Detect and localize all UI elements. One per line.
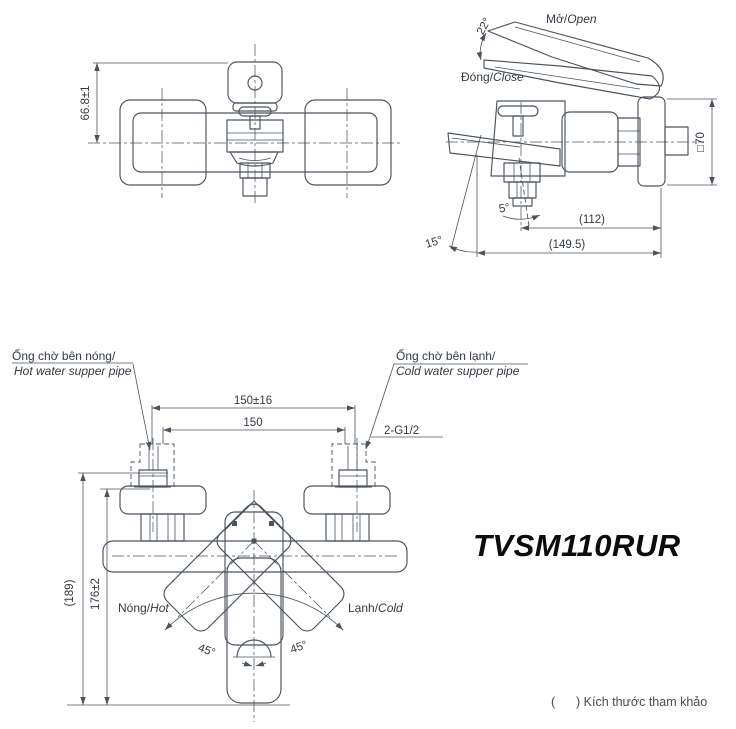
handle-plan bbox=[224, 511, 284, 646]
angle-5-label: 5° bbox=[498, 202, 511, 216]
lever-closed-position bbox=[483, 59, 661, 100]
plan-view: 45° 45° (189) 176±2 150±16 150 2-G1/2 Ốn… bbox=[12, 348, 528, 722]
front-view: 66.8±1 bbox=[80, 44, 402, 206]
hot-pipe-hidden bbox=[130, 443, 175, 488]
dim-112: (112) bbox=[579, 214, 605, 226]
handle-hole bbox=[247, 75, 263, 91]
hot-pipe-label-en: Hot water supper pipe bbox=[14, 364, 132, 378]
dim-66.8: 66.8±1 bbox=[80, 85, 92, 120]
angle-45-left-label: 45° bbox=[196, 642, 216, 659]
angle-15-label: 15° bbox=[424, 234, 444, 250]
side-view: (112) (149.5) □70 Mở/Open Đóng/Close 22°… bbox=[424, 12, 717, 258]
dim-189: (189) bbox=[64, 579, 76, 606]
diverter-knob-side bbox=[497, 105, 539, 117]
cold-pipe-leader bbox=[365, 363, 395, 450]
hot-side-label: Nóng/Hot bbox=[118, 601, 169, 615]
wall-flange-left-plan bbox=[119, 485, 207, 515]
angle-15-arc bbox=[448, 245, 478, 253]
cold-coupling bbox=[338, 469, 368, 488]
close-label: Đóng/Close bbox=[461, 70, 524, 84]
mixer-body-front bbox=[132, 112, 378, 173]
cold-pipe-hidden bbox=[331, 443, 376, 488]
thread-label: 2-G1/2 bbox=[384, 425, 419, 437]
wall-flange-right bbox=[304, 99, 392, 186]
wall-nut-side bbox=[617, 117, 641, 167]
cold-pipe-label-en: Cold water supper pipe bbox=[396, 364, 520, 378]
dim-176: 176±2 bbox=[90, 578, 102, 610]
mixer-body-plan bbox=[102, 540, 408, 573]
hot-coupling bbox=[138, 469, 168, 488]
dim-150-tol: 150±16 bbox=[234, 395, 272, 407]
dim-square-70: □70 bbox=[695, 132, 707, 152]
check-valve-hex-1 bbox=[503, 162, 541, 183]
angle-45-right-label: 45° bbox=[289, 639, 309, 656]
cold-pipe-label-vi: Ống chờ bên lạnh/ bbox=[396, 348, 496, 363]
hot-pipe-leader bbox=[132, 363, 152, 451]
wall-flange-side bbox=[637, 96, 666, 187]
dim-150: 150 bbox=[243, 417, 262, 429]
product-code: TVSM110RUR bbox=[473, 528, 681, 563]
spout-plan bbox=[226, 557, 282, 704]
spout-side bbox=[447, 132, 561, 167]
dim-149.5: (149.5) bbox=[549, 239, 586, 251]
swing-arc bbox=[164, 592, 344, 631]
handle-45-right bbox=[216, 503, 345, 632]
hex-connector-left bbox=[140, 513, 185, 542]
cold-side-label: Lạnh/Cold bbox=[348, 601, 403, 615]
mixer-body-side bbox=[490, 100, 566, 177]
hot-pipe-label-vi: Ống chờ bên nóng/ bbox=[12, 348, 116, 363]
wall-flange-left bbox=[119, 99, 207, 186]
angle-5-arc bbox=[502, 214, 541, 221]
open-label: Mở/Open bbox=[546, 12, 597, 26]
angle-22-label: 22° bbox=[475, 16, 494, 37]
wall-flange-right-plan bbox=[303, 485, 391, 515]
wall-stub bbox=[664, 126, 689, 156]
spout-mouth-front bbox=[229, 151, 279, 167]
spout-outlet-front bbox=[242, 177, 268, 197]
lever-open-position bbox=[487, 21, 664, 87]
angle-22-arc bbox=[476, 32, 487, 61]
hex-connector-right bbox=[325, 513, 370, 542]
reference-dimension-note: ( ) Kích thước tham khảo bbox=[551, 695, 708, 709]
